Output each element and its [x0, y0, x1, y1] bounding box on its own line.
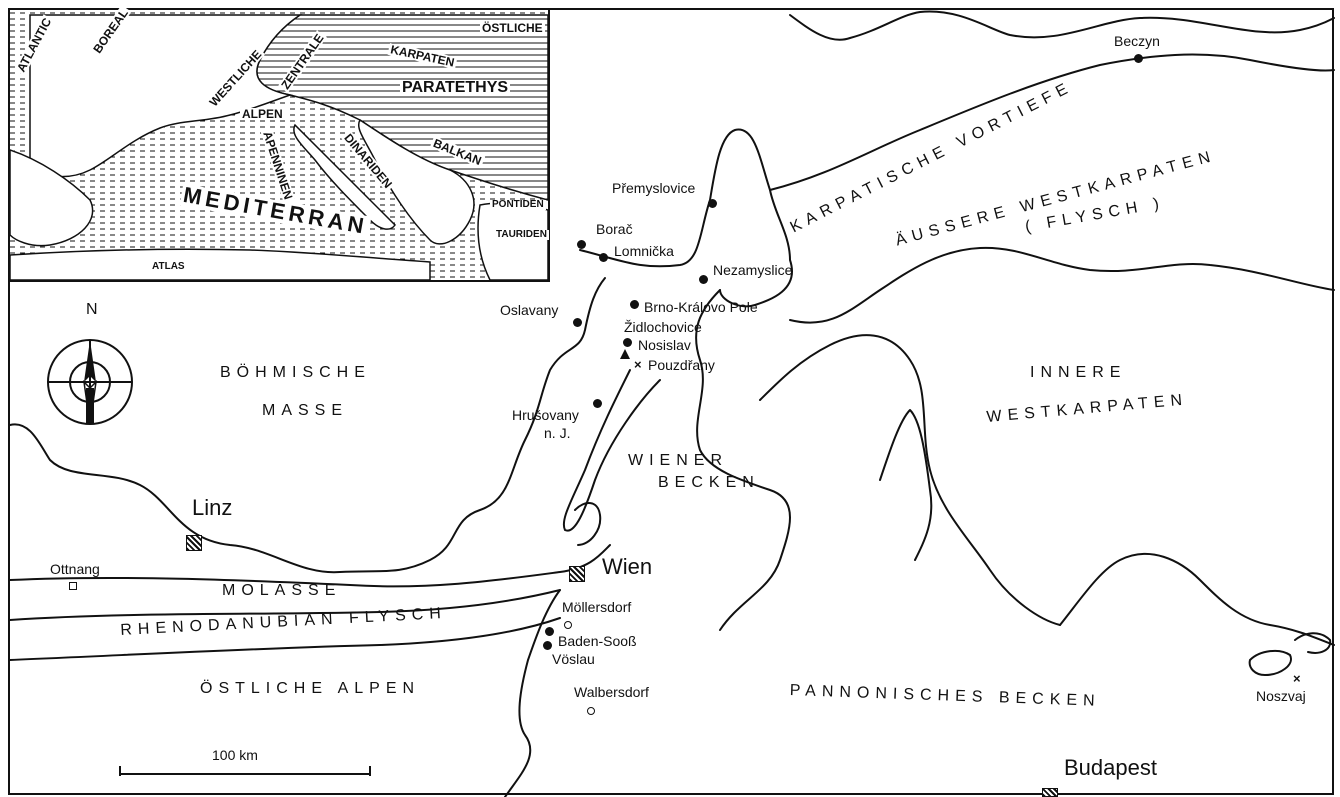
northern-boundary-line — [789, 10, 1335, 41]
outer-carpathian-north-boundary — [769, 53, 1335, 191]
marker-wien — [569, 566, 585, 582]
marker-premyslovice — [708, 199, 717, 208]
inset-label-pontiden: PONTIDEN — [490, 199, 546, 210]
bohemian-massif-boundary — [9, 277, 606, 574]
compass-north-label: N — [86, 301, 98, 318]
noszvaj-outline-1 — [1248, 649, 1292, 676]
place-baden: Baden-Sooß — [558, 633, 637, 649]
marker-mollersdorf — [564, 621, 572, 629]
place-borac: Borač — [596, 221, 633, 237]
marker-voslau — [543, 641, 552, 650]
wien-lobe — [574, 502, 602, 546]
inset-africa — [10, 248, 431, 280]
inset-label-atlas: ATLAS — [150, 261, 187, 272]
marker-baden — [545, 627, 554, 636]
place-hrusovany-nj: n. J. — [544, 425, 571, 441]
vienna-basin-east-edge — [695, 289, 791, 631]
marker-nosislav — [623, 338, 632, 347]
place-nezamyslice: Nezamyslice — [713, 262, 793, 278]
place-oslavany: Oslavany — [500, 302, 559, 318]
place-noszvaj: Noszvaj — [1256, 688, 1306, 704]
place-ottnang: Ottnang — [50, 561, 100, 577]
place-nosislav: Nosislav — [638, 337, 691, 353]
marker-beczyn — [1134, 54, 1143, 63]
inset-label-paratethys: PARATETHYS — [400, 79, 511, 96]
place-pouzdrany: Pouzdřany — [648, 357, 715, 373]
place-lomnicka: Lomnička — [614, 243, 674, 259]
marker-linz — [186, 535, 202, 551]
marker-hrusovany — [593, 399, 602, 408]
marker-ottnang — [69, 582, 77, 590]
inset-iberia — [10, 149, 94, 247]
inset-anatolia — [477, 202, 548, 280]
region-becken: BECKEN — [658, 474, 760, 491]
marker-budapest — [1042, 788, 1058, 797]
paratethys-inset-map: ATLANTIC BOREAL WESTLICHE ZENTRALE ÖSTLI… — [8, 5, 550, 282]
vienna-basin-inner-lobe — [562, 369, 661, 532]
region-molasse: MOLASSE — [222, 582, 342, 599]
pannonian-lobe-1 — [759, 334, 1061, 626]
marker-triangle — [620, 349, 630, 359]
place-walbersdorf: Walbersdorf — [574, 684, 649, 700]
place-zidlochovice: Židlochovice — [624, 319, 702, 335]
carpathian-foredeep-outline — [579, 128, 793, 308]
inset-label-alpen: ALPEN — [240, 107, 285, 121]
map-frame — [8, 8, 1334, 795]
noszvaj-outline-2 — [1294, 632, 1332, 654]
place-premyslovice: Přemyslovice — [612, 180, 696, 196]
region-masse: MASSE — [262, 402, 349, 419]
place-linz: Linz — [192, 495, 233, 520]
flysch-upper-line — [9, 589, 561, 621]
place-wien: Wien — [602, 554, 653, 579]
place-brno: Brno-Královo Pole — [644, 299, 758, 315]
region-wiener: WIENER — [628, 452, 728, 469]
region-innere: INNERE — [1030, 364, 1127, 381]
pannonian-lobe-2 — [879, 409, 933, 561]
inner-carpathian-north-boundary — [789, 246, 1335, 324]
place-mollersdorf: Möllersdorf — [562, 599, 632, 615]
inset-label-tauriden: TAURIDEN — [494, 229, 549, 240]
marker-brno — [630, 300, 639, 309]
region-bohmische: BÖHMISCHE — [220, 364, 371, 381]
region-ostliche-alpen: ÖSTLICHE ALPEN — [200, 680, 421, 697]
place-voslau: Vöslau — [552, 651, 595, 667]
place-beczyn: Beczyn — [1114, 33, 1160, 49]
vienna-basin-west-edge — [504, 589, 561, 797]
pannonian-lobe-3 — [1059, 552, 1335, 646]
compass-rose-icon — [47, 339, 133, 425]
marker-lomnicka — [599, 253, 608, 262]
flysch-lower-line — [9, 617, 561, 661]
marker-oslavany — [573, 318, 582, 327]
marker-walbersdorf — [587, 707, 595, 715]
marker-noszvaj: × — [1293, 671, 1301, 686]
inset-label-ostliche: ÖSTLICHE — [480, 21, 545, 35]
marker-borac — [577, 240, 586, 249]
inset-italy — [293, 123, 396, 230]
place-budapest: Budapest — [1064, 755, 1157, 780]
place-hrusovany: Hrušovany — [512, 407, 579, 423]
marker-nezamyslice — [699, 275, 708, 284]
scale-bar-label: 100 km — [212, 747, 258, 763]
scale-bar — [119, 766, 371, 776]
marker-pouzdrany: × — [634, 357, 642, 372]
